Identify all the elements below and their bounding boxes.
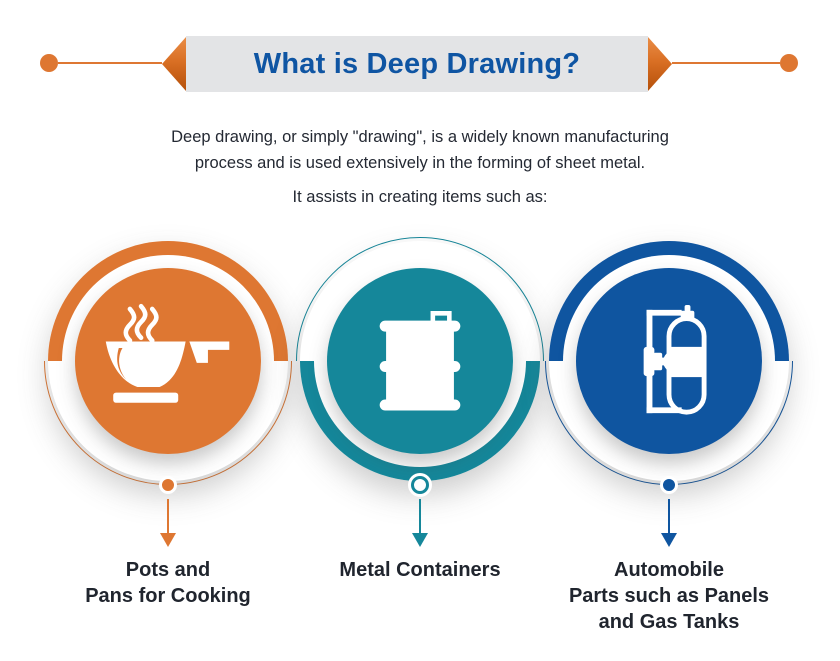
- item-node-dot: [411, 476, 429, 494]
- item-pointer-line: [668, 499, 670, 533]
- item-node-dot: [159, 476, 177, 494]
- item-metal-containers: Metal Containers: [295, 236, 545, 656]
- item-inner-circle: [576, 268, 762, 454]
- item-pointer-line: [167, 499, 169, 533]
- left-connector-line: [58, 62, 162, 64]
- left-arrow-icon: [162, 37, 186, 91]
- page-title: What is Deep Drawing?: [253, 48, 581, 80]
- title-banner: What is Deep Drawing?: [186, 36, 648, 92]
- item-pointer-arrowhead: [661, 533, 677, 547]
- barrel-icon: [379, 311, 461, 411]
- item-node-dot: [660, 476, 678, 494]
- right-arrow-icon: [648, 37, 672, 91]
- item-inner-circle: [75, 268, 261, 454]
- intro-line-2: process and is used extensively in the f…: [194, 154, 646, 172]
- item-pointer-line: [419, 499, 421, 533]
- item-label: Metal Containers: [339, 559, 501, 581]
- left-end-dot: [40, 54, 58, 72]
- intro-line-1: Deep drawing, or simply "drawing", is a …: [171, 128, 669, 146]
- item-label: Automobile Parts such as Panels and Gas …: [568, 559, 770, 633]
- item-pointer-arrowhead: [160, 533, 176, 547]
- item-inner-circle: [327, 268, 513, 454]
- right-end-dot: [780, 54, 798, 72]
- sub-heading: It assists in creating items such as:: [292, 188, 548, 206]
- pot-icon: [105, 303, 230, 403]
- item-pots-and-pans: Pots and Pans for Cooking: [43, 236, 293, 656]
- item-automobile-parts: Automobile Parts such as Panels and Gas …: [544, 236, 794, 656]
- gas-tank-icon: [643, 304, 707, 415]
- right-connector-line: [672, 62, 780, 64]
- item-pointer-arrowhead: [412, 533, 428, 547]
- intro-paragraph: Deep drawing, or simply "drawing", is a …: [0, 124, 840, 176]
- item-label: Pots and Pans for Cooking: [85, 559, 251, 607]
